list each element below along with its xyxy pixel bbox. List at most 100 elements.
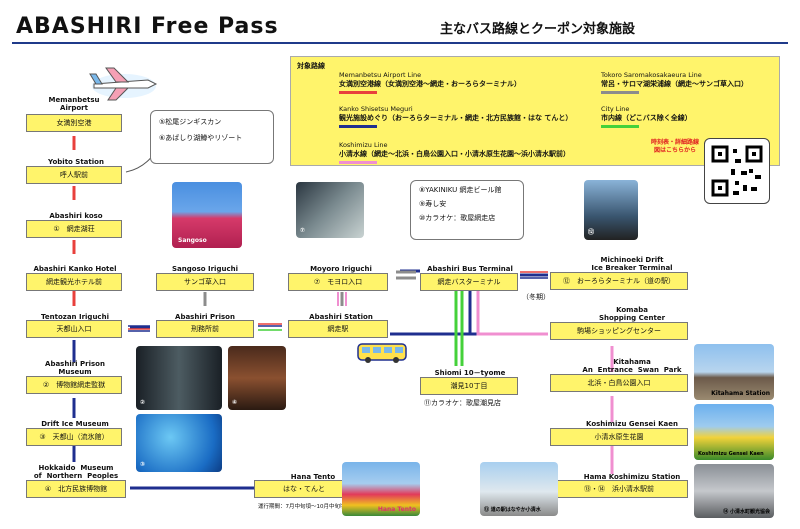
- legend-line-jp: 小清水線（網走～北浜・白鳥公園入口・小清水原生花園～浜小清水駅前）: [339, 150, 570, 158]
- qr-code-icon: [711, 145, 763, 197]
- stop-label: Yobito Station: [48, 158, 104, 166]
- photo-label: Sangoso: [178, 237, 207, 244]
- timetable-note-line: 時刻表・詳細路線: [651, 139, 700, 146]
- callout-terminal-spots: ⑧YAKINIKU 網走ビール館 ⑨寿し安 ⑩カラオケ：歌屋網走店: [410, 180, 524, 240]
- tokoro-line: [203, 270, 416, 306]
- stop-label: Kitahama An Entrance Swan Park: [582, 358, 682, 374]
- stop-prison-museum[interactable]: ② 博物館網走監獄: [26, 376, 122, 394]
- stop-sangoso-iriguchi[interactable]: サンゴ草入口: [156, 273, 254, 291]
- legend-color-bar: [601, 91, 639, 94]
- city-line: [454, 286, 464, 366]
- callout-item: ⑤松尾ジンギスカン: [159, 118, 222, 126]
- legend-line-jp: 観光施設めぐり（おーろらターミナル・網走・北方民族館・はな てんと）: [339, 114, 573, 122]
- stop-shiomi-10-tyome[interactable]: 潮見10丁目: [420, 377, 518, 395]
- photo-label: ⑬ 道の駅はなやか小清水: [484, 507, 541, 513]
- legend-color-bar: [601, 125, 639, 128]
- stop-hama-koshimizu-station[interactable]: ⑬・⑭ 浜小清水駅前: [550, 480, 688, 498]
- photo-label: Hana Tento: [377, 506, 416, 513]
- legend-line-city: City Line 市内線（どこバス除く全線）: [601, 105, 692, 128]
- bus-icon: [357, 343, 407, 363]
- photo-sangoso: Sangoso: [172, 182, 242, 248]
- photo-label: ⑦: [300, 227, 306, 234]
- photo-label: ⑫: [588, 229, 595, 236]
- stop-abashiri-station[interactable]: 網走駅: [288, 320, 388, 338]
- stop-abashiri-koso[interactable]: ① 網走湖荘: [26, 220, 122, 238]
- photo-label: ②: [140, 399, 146, 406]
- stop-drift-ice-museum[interactable]: ③ 天都山（流氷館）: [26, 428, 122, 446]
- photo-drift-ice: ③: [136, 414, 222, 472]
- legend-line-en: Memanbetsu Airport Line: [339, 71, 422, 79]
- photo-hana-tento: Hana Tento: [342, 462, 420, 516]
- callout-item: ⑨寿し安: [419, 200, 447, 208]
- stop-label: Tentozan Iriguchi: [41, 313, 109, 321]
- stop-moyoro-iriguchi[interactable]: ⑦ モヨロ入口: [288, 273, 388, 291]
- legend-line-kanko: Kanko Shisetsu Meguri 観光施設めぐり（おーろらターミナル・…: [339, 105, 572, 128]
- callout-item: ⑩カラオケ：歌屋網走店: [419, 214, 496, 222]
- stop-tentozan-iriguchi[interactable]: 天都山入口: [26, 320, 122, 338]
- stop-abashiri-kanko-hotel[interactable]: 網走観光ホテル前: [26, 273, 122, 291]
- stop-label: Michinoeki Drift Ice Breaker Terminal: [591, 256, 673, 272]
- stop-komaba-shopping-center[interactable]: 駒場ショッピングセンター: [550, 322, 688, 340]
- photo-label: ⑭ 小清水町観光協会: [723, 509, 770, 515]
- timetable-note-line: 図はこちらから: [654, 147, 697, 154]
- double-rail-red: [128, 271, 548, 330]
- timetable-note: 時刻表・詳細路線 図はこちらから: [651, 139, 699, 155]
- stop-aurora-terminal[interactable]: ⑫ おーろらターミナル（道の駅）: [550, 272, 688, 290]
- photo-michinoeki-koshimizu: ⑬ 道の駅はなやか小清水: [480, 462, 558, 516]
- stop-abashiri-prison[interactable]: 刑務所前: [156, 320, 254, 338]
- stop-label: Koshimizu Gensei Kaen: [586, 420, 678, 428]
- stop-label: Hokkaido Museum of Northern Peoples: [33, 464, 119, 480]
- page-subtitle: 主なバス路線とクーポン対象施設: [440, 22, 636, 37]
- pink-rail: [337, 292, 347, 306]
- stop-memanbetsu-airport[interactable]: 女満別空港: [26, 114, 122, 132]
- stop-label: Drift Ice Museum: [41, 420, 109, 428]
- stop-kitahama[interactable]: 北浜・白鳥公園入口: [550, 374, 688, 392]
- photo-northern-museum: ④: [228, 346, 286, 410]
- photo-koshimizu-gensei-kaen: Koshimizu Gensei Kaen: [694, 404, 774, 460]
- stop-yobito-station[interactable]: 呼人駅前: [26, 166, 122, 184]
- shiomi-karaoke-note: ⑪カラオケ：歌屋潮見店: [424, 399, 501, 407]
- callout-yobito-spots: ⑤松尾ジンギスカン ⑥あばしり湖鱒やリゾート: [150, 110, 274, 164]
- stop-label: Abashiri Prison: [175, 313, 235, 321]
- stop-koshimizu-gensei-kaen[interactable]: 小清水原生花園: [550, 428, 688, 446]
- qr-code[interactable]: [704, 138, 770, 204]
- stop-label: Abashiri koso: [49, 212, 103, 220]
- callout-item: ⑥あばしり湖鱒やリゾート: [159, 134, 243, 142]
- photo-label: ③: [140, 461, 146, 468]
- photo-kitahama-station: Kitahama Station: [694, 344, 774, 400]
- stop-label: Hana Tento: [290, 473, 336, 481]
- photo-label: Kitahama Station: [711, 390, 770, 397]
- hana-season-note: 運行期間：7月中旬頃～10月中旬頃: [258, 504, 346, 510]
- legend-line-jp: 女満別空港線（女満別空港～網走・おーろらターミナル）: [339, 80, 521, 88]
- stop-hana-tento[interactable]: はな・てんと: [254, 480, 354, 498]
- photo-bicycles: ⑭ 小清水町観光協会: [694, 464, 774, 518]
- legend-line-tokoro: Tokoro Saromakosakaeura Line 常呂・サロマ湖栄浦線（…: [601, 71, 748, 94]
- stop-label: Hama Koshimizu Station: [583, 473, 681, 481]
- legend-color-bar: [339, 125, 377, 128]
- stop-abashiri-bus-terminal[interactable]: 網走バスターミナル: [420, 273, 518, 291]
- stop-label: Komaba Shopping Center: [598, 306, 666, 322]
- airplane-icon: [89, 67, 158, 101]
- stop-label: Shiomi 10－tyome: [434, 369, 506, 377]
- header-rule: [12, 42, 788, 44]
- photo-label: ④: [232, 399, 238, 406]
- stop-label: Sangoso Iriguchi: [172, 265, 238, 273]
- double-rail-a: [128, 277, 548, 332]
- legend-color-bar: [339, 91, 377, 94]
- legend-line-en: Kanko Shisetsu Meguri: [339, 105, 413, 113]
- stop-label: Abashiri Station: [309, 313, 373, 321]
- legend-color-bar: [339, 161, 377, 164]
- stop-label: Abashiri Bus Terminal: [427, 265, 513, 273]
- legend-line-koshimizu: Koshimizu Line 小清水線（網走～北浜・白鳥公園入口・小清水原生花園…: [339, 141, 570, 164]
- legend-line-en: Koshimizu Line: [339, 141, 388, 149]
- stop-label: Abashiri Kanko Hotel: [33, 265, 117, 273]
- stop-northern-peoples-museum[interactable]: ④ 北方民族博物館: [26, 480, 126, 498]
- callout-item: ⑧YAKINIKU 網走ビール館: [419, 186, 502, 194]
- photo-label: Koshimizu Gensei Kaen: [698, 451, 764, 457]
- legend-line-airport: Memanbetsu Airport Line 女満別空港線（女満別空港～網走・…: [339, 71, 521, 94]
- stop-label: Abashiri Prison Museum: [45, 360, 105, 376]
- legend-line-en: Tokoro Saromakosakaeura Line: [601, 71, 702, 79]
- photo-aurora-terminal: ⑫: [584, 180, 638, 240]
- winter-note: （冬期）: [522, 293, 550, 301]
- stop-label: Moyoro Iriguchi: [310, 265, 372, 273]
